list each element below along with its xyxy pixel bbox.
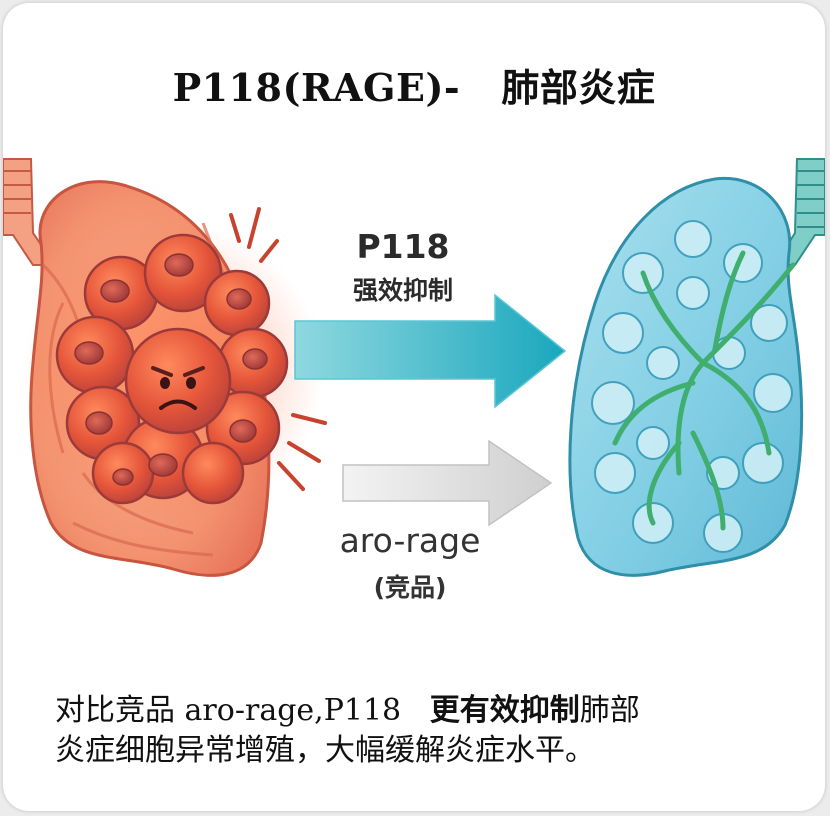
p118-arrow-label: P118 (356, 227, 450, 266)
caption: 对比竞品 aro-rage,P118 更有效抑制肺部 炎症细胞异常增殖，大幅缓解… (55, 691, 815, 771)
p118-arrow (294, 293, 567, 409)
competitor-arrow (342, 439, 553, 527)
illustration (3, 158, 825, 577)
angry-face-icon (151, 366, 205, 410)
caption-part1: 对比竞品 (55, 693, 185, 728)
competitor-arrow-sublabel: (竞品) (373, 573, 447, 602)
caption-part2: aro-rage,P118 (184, 693, 430, 728)
figure-title: P118(RAGE)- 肺部炎症 (172, 65, 656, 110)
figure-card: P118(RAGE)- 肺部炎症 (3, 3, 825, 811)
p118-arrow-sublabel: 强效抑制 (352, 276, 453, 305)
caption-line2: 炎症细胞异常增殖，大幅缓解炎症水平。 (55, 733, 595, 768)
inflamed-lung (3, 158, 327, 577)
healthy-lung (568, 158, 825, 577)
caption-part4: 肺部 (579, 693, 640, 728)
caption-emphasis: 更有效抑制 (429, 693, 580, 728)
competitor-arrow-label: aro-rage (339, 521, 481, 560)
